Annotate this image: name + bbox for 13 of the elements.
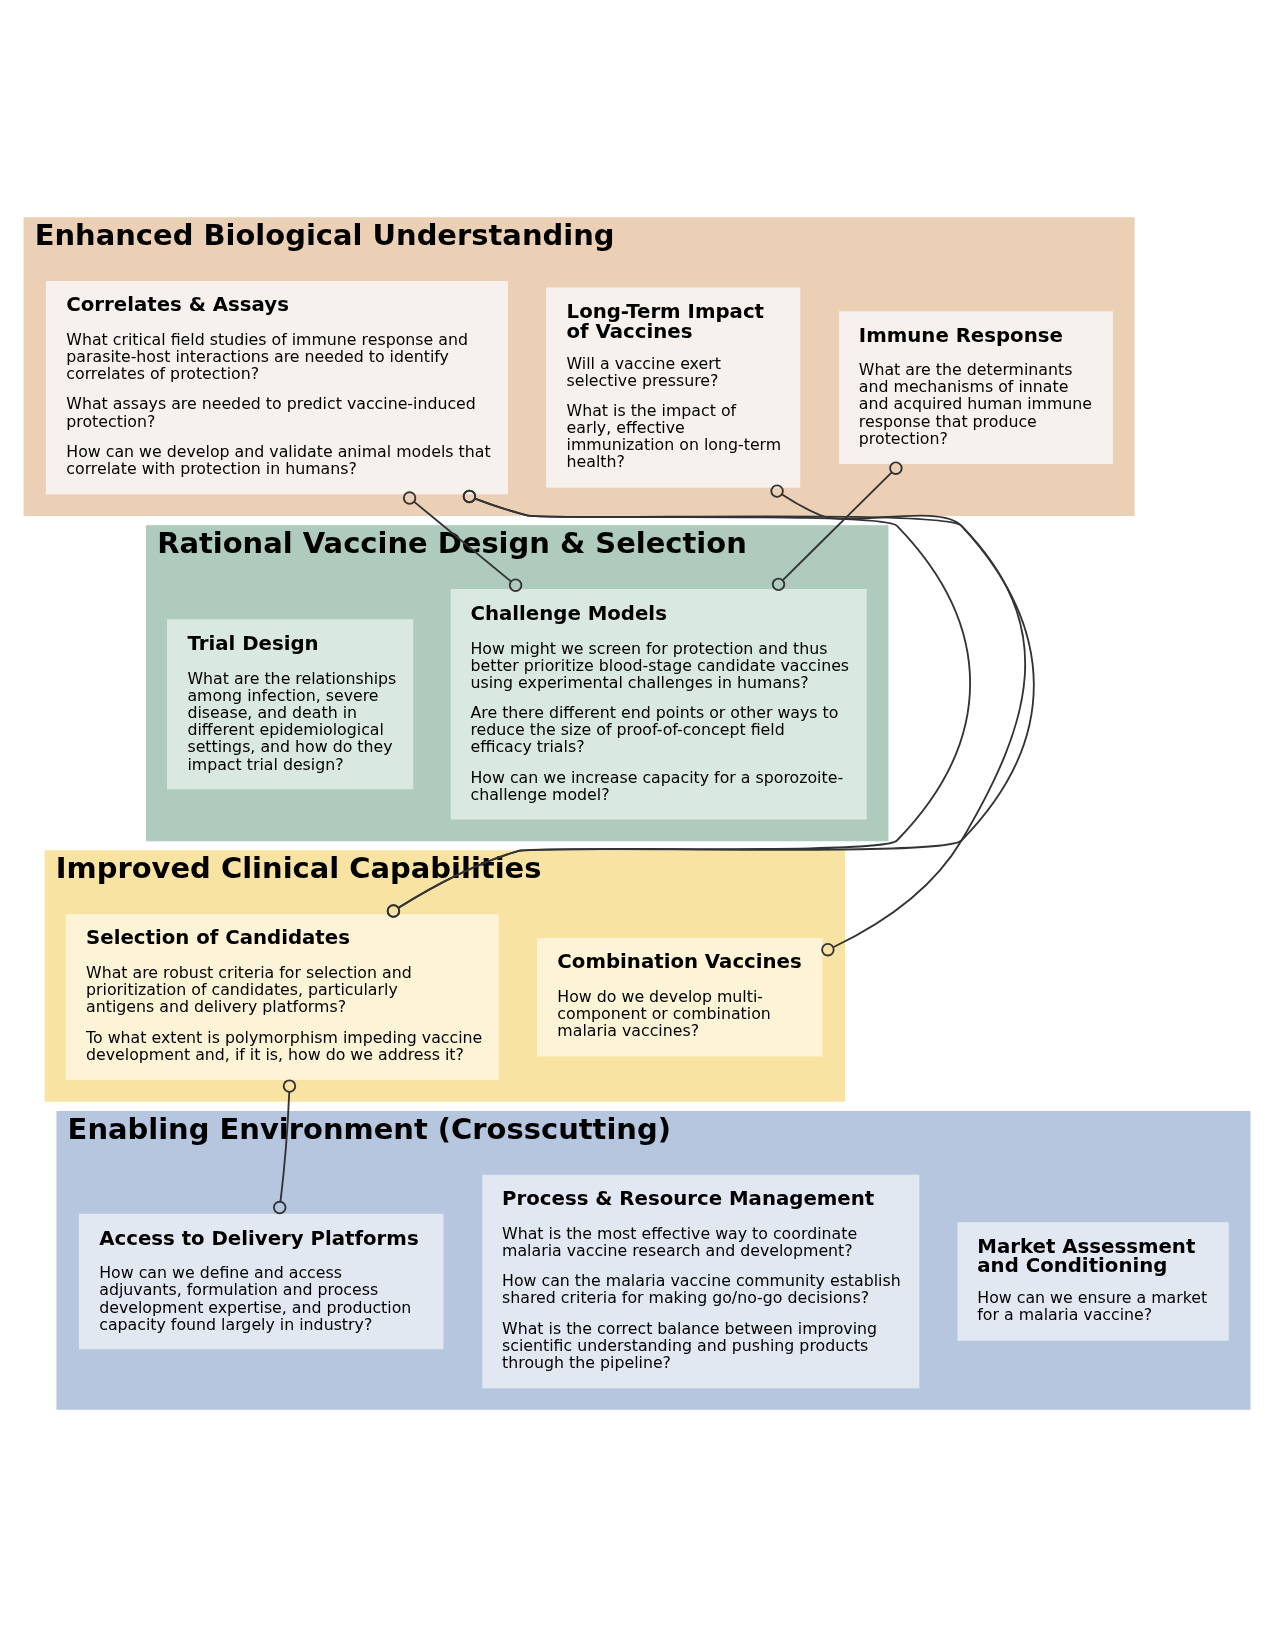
node-box: Combination Vaccines How do we develop multi-component or combination malaria vaccines? <box>536 937 823 1057</box>
node-box: Selection of Candidates What are robust criteria for selection and prioritization of candidates, particularly antigens and delivery platforms? To what extent is polymorphism impeding vaccine development and, if it is, how do we address it? <box>65 914 499 1081</box>
node-box: Immune Response What are the determinants and mechanisms of innate and acquired human immune response that produce protection? <box>839 311 1113 464</box>
node-box: Market Assessment and Conditioning How can we ensure a market for a malaria vaccine? <box>957 1222 1229 1341</box>
node-box: Trial Design What are the relationships among infection, severe disease, and death in different epidemiological settings, and how do they impact trial design? <box>167 619 414 790</box>
connector <box>273 1079 297 1215</box>
node-box: Correlates & Assays What critical field studies of immune response and parasite-host interactions are needed to identify correlates of protection? What assays are needed to predict vaccine-induced protection? How can we develop and validate animal models that correlate with protection in humans? <box>45 281 508 495</box>
connector <box>462 489 1026 957</box>
node-box: Long-Term Impact of Vaccines Will a vaccine exert selective pressure? What is the impact of early, effective immunization on long-term health? <box>546 287 801 488</box>
node-box: Process & Resource Management What is the most effective way to coordinate malaria vaccine research and development? How can the malaria vaccine community establish shared criteria for making go/no-go decisions? What is the correct balance between improving scientific understanding and pushing products through the pipeline? <box>482 1174 920 1389</box>
node-box: Challenge Models How might we screen for protection and thus better prioritize blood-stage candidate vaccines using experimental challenges in humans? Are there different end points or other ways to reduce the size of proof-of-concept field efficacy trials? How can we increase capacity for a sporozoite-challenge model? <box>450 589 867 820</box>
connector <box>771 461 903 592</box>
node-box: Access to Delivery Platforms How can we define and access adjuvants, formulation and process development expertise, and production capacity found largely in industry? <box>78 1213 444 1350</box>
